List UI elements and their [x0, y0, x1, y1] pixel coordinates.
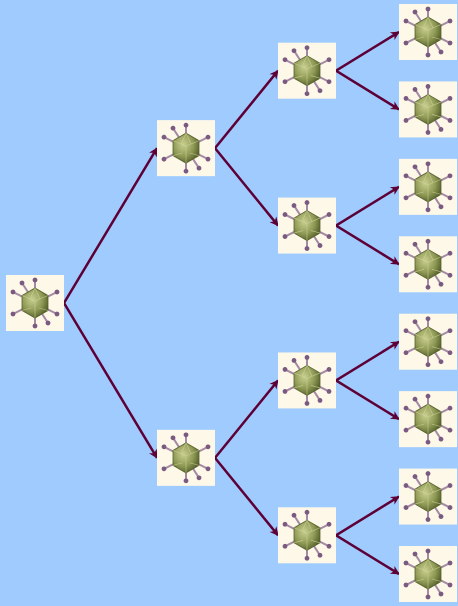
arrow-gen3-to-gen4-lower [335, 224, 400, 266]
virus-particle-icon [398, 312, 458, 371]
arrow-gen3-to-gen4-upper [335, 340, 400, 382]
arrow-gen3-to-gen4-upper [335, 185, 400, 227]
virus-particle-icon [277, 351, 337, 410]
virus-particle-icon [156, 119, 216, 178]
virus-particle-icon [398, 157, 458, 216]
arrow-gen3-to-gen4-upper [335, 495, 400, 537]
virus-particle-icon [398, 235, 458, 294]
virus-particle-icon [5, 274, 65, 332]
arrow-gen3-to-gen4-lower [335, 534, 400, 576]
virus-particle-icon [277, 196, 337, 255]
arrow-gen1-to-gen2-lower [62, 302, 159, 459]
arrow-gen1-to-gen2-upper [62, 147, 159, 304]
virus-particle-icon [398, 3, 458, 61]
arrow-gen2-to-gen3-upper [214, 379, 279, 459]
virus-particle-icon [398, 467, 458, 526]
arrow-gen2-to-gen3-lower [214, 457, 279, 537]
virus-particle-icon [277, 41, 337, 100]
virus-particle-icon [156, 428, 216, 487]
arrow-gen2-to-gen3-lower [214, 147, 279, 227]
arrow-gen3-to-gen4-lower [335, 379, 400, 421]
virus-particle-icon [398, 545, 458, 603]
arrow-gen3-to-gen4-lower [335, 69, 400, 111]
arrow-gen2-to-gen3-upper [214, 69, 279, 149]
virus-particle-icon [398, 80, 458, 139]
virus-particle-icon [398, 390, 458, 449]
arrow-gen3-to-gen4-upper [335, 30, 400, 72]
virus-particle-icon [277, 506, 337, 565]
